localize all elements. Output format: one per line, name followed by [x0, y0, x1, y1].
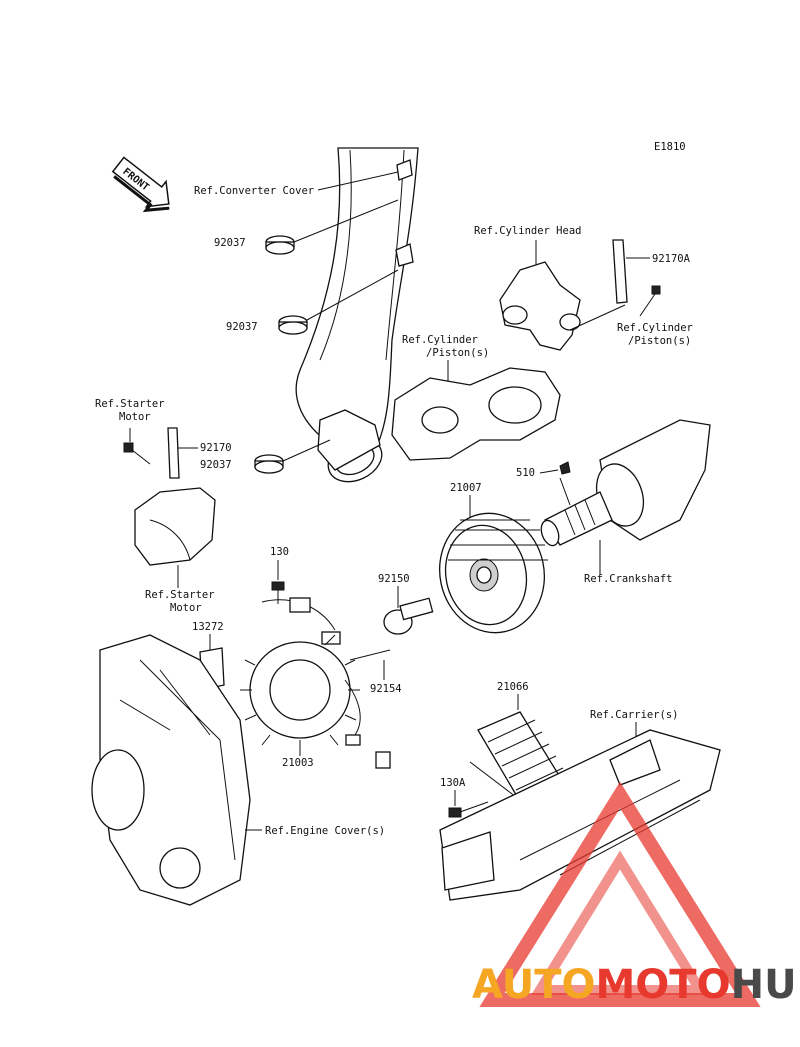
crankshaft [540, 419, 711, 547]
cylinder-head [499, 261, 581, 351]
bolt-92150-label: 92150 [378, 573, 410, 585]
strap-left [167, 427, 180, 479]
strap-left-label: 92170 [200, 442, 232, 454]
bolt-130a-label: 130A [440, 777, 466, 789]
ref-carrier-label: Ref.Carrier(s) [590, 709, 679, 721]
ref-crankshaft-label: Ref.Crankshaft [584, 573, 673, 585]
exhaust-pipe [295, 147, 419, 483]
diagram-code: E1810 [654, 141, 686, 153]
front-arrow-icon: FRONT [111, 156, 170, 213]
regulator-label: 21066 [497, 681, 529, 693]
ref-cylinder-head-label: Ref.Cylinder Head [474, 225, 581, 237]
bolt-130-label: 130 [270, 546, 289, 558]
ref-starter-motor-bottom-1: Ref.Starter [145, 589, 215, 601]
clamp-top-label: 92037 [214, 237, 246, 249]
ref-starter-motor-bottom-2: Motor [170, 602, 202, 614]
ref-cylinder-piston-left-2: /Piston(s) [426, 347, 489, 359]
clamp-top [265, 235, 295, 255]
watermark-part-hub: HUB [731, 962, 800, 1008]
plate-13272-label: 13272 [192, 621, 224, 633]
bolt-92150 [383, 597, 434, 635]
clamp-low [254, 454, 284, 474]
bolt-92154 [349, 649, 391, 661]
clamp-mid [278, 315, 308, 335]
engine-cover [91, 634, 251, 906]
ref-converter-cover-label: Ref.Converter Cover [194, 185, 314, 197]
strap-right [612, 239, 628, 304]
rotor [438, 512, 548, 634]
bolt-92154-label: 92154 [370, 683, 402, 695]
ref-cylinder-piston-right-1: Ref.Cylinder [617, 322, 693, 334]
bolt-left [123, 442, 151, 465]
key-label: 510 [516, 467, 535, 479]
strap-right-label: 92170A [652, 253, 691, 265]
bolt-130a [448, 801, 489, 818]
bolt-right [639, 285, 661, 317]
ref-engine-cover-label: Ref.Engine Cover(s) [265, 825, 385, 837]
ref-starter-motor-top-2: Motor [119, 411, 151, 423]
stator [240, 597, 391, 769]
stator-label: 21003 [282, 757, 314, 769]
starter-motor-housing [134, 487, 216, 566]
clamp-low-label: 92037 [200, 459, 232, 471]
rotor-label: 21007 [450, 482, 482, 494]
ref-starter-motor-top-1: Ref.Starter [95, 398, 165, 410]
woodruff-key [559, 461, 571, 475]
watermark-part-moto: MOTO [596, 962, 731, 1008]
carrier-frame [439, 729, 721, 901]
bolt-130 [271, 581, 285, 604]
clamp-mid-label: 92037 [226, 321, 258, 333]
svg-text:AUTOMOTOHUB: AUTOMOTOHUB [472, 962, 800, 1008]
ref-cylinder-piston-left-1: Ref.Cylinder [402, 334, 478, 346]
watermark-part-auto: AUTO [472, 962, 596, 1008]
cylinder-gasket [391, 367, 561, 461]
ref-cylinder-piston-right-2: /Piston(s) [628, 335, 691, 347]
watermark-logo: AUTOMOTOHUB [472, 781, 800, 1008]
